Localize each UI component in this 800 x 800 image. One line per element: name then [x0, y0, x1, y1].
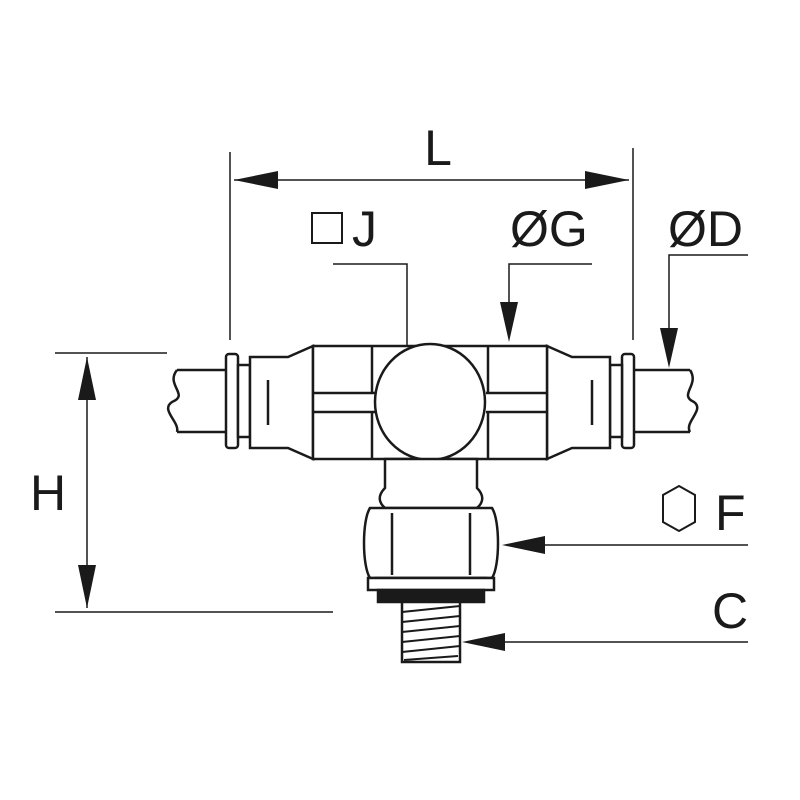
cartridge-right [545, 344, 612, 461]
collet-left [236, 363, 252, 439]
dimension-g: ØG [500, 201, 592, 342]
arrowhead-c [462, 633, 505, 651]
dimension-l: L [229, 120, 634, 340]
leader-line-j [333, 263, 408, 375]
hexagon-icon [662, 484, 696, 533]
arrowhead-l-right [585, 171, 629, 189]
hex-nut [362, 506, 500, 580]
cartridge-left [248, 344, 315, 461]
leader-line-g [508, 263, 592, 312]
fitting-body [166, 342, 699, 664]
square-icon [311, 212, 343, 244]
dimension-c: C [462, 583, 748, 651]
seal-washer [366, 576, 496, 592]
label-l: L [424, 120, 452, 176]
collet-ring-right [620, 352, 636, 450]
label-f: F [715, 485, 746, 541]
tube-left [166, 368, 228, 434]
arrowhead-h-bottom [78, 565, 96, 608]
arrowhead-l-left [234, 171, 278, 189]
label-c: C [712, 583, 748, 639]
arrowhead-h-top [78, 357, 96, 400]
arrowhead-f [502, 536, 545, 554]
dimension-d: ØD [660, 201, 748, 368]
label-j: J [352, 201, 377, 257]
thread-lines [401, 605, 461, 661]
dimension-h: H [30, 352, 333, 613]
label-d: ØD [668, 201, 743, 257]
label-g: ØG [510, 201, 588, 257]
arrowhead-g [500, 302, 518, 342]
banjo-sphere [373, 342, 487, 462]
collet-right [608, 363, 624, 439]
collet-ring-left [224, 352, 240, 450]
tube-right [634, 368, 699, 434]
stem [378, 457, 484, 510]
leader-line-d [668, 254, 748, 335]
dimension-f: F [502, 484, 748, 554]
arrowhead-d [660, 328, 678, 368]
seal-ring [376, 588, 486, 604]
label-h: H [30, 465, 66, 521]
